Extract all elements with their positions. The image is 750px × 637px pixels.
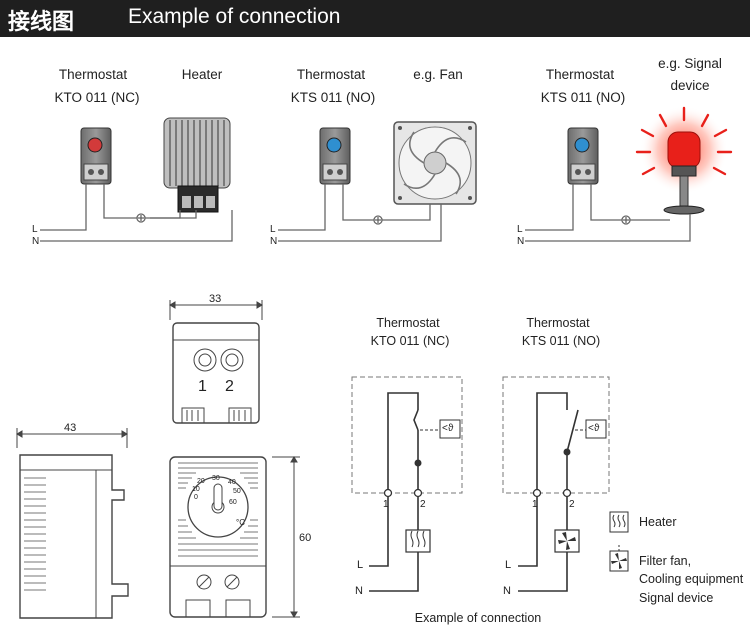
side-view-drawing: [16, 428, 129, 619]
panel1-l-label: L: [32, 224, 38, 235]
panel1-thermostat-model: KTO 011 (NC): [54, 90, 140, 105]
dial-scale-20: 20: [197, 478, 205, 485]
legend-heater-label: Heater: [639, 515, 677, 529]
diagram-caption: Example of connection: [414, 611, 542, 625]
panel1-wiring: [40, 184, 233, 242]
panel2-thermostat-model: KTS 011 (NO): [290, 90, 376, 105]
panel3-device-label-2: device: [670, 78, 710, 93]
schematic-nc-temp-symbol: <ϑ: [442, 423, 454, 434]
panel3-thermostat-label: Thermostat: [545, 67, 615, 82]
schematic-no-pin1: 1: [532, 499, 538, 510]
header-title-en: Example of connection: [128, 5, 341, 28]
legend-fan-label-2: Cooling equipment: [639, 572, 744, 586]
panel3-l-label: L: [517, 224, 523, 235]
schematic-nc-model: KTO 011 (NC): [370, 334, 450, 348]
top-view-drawing: [169, 300, 263, 424]
panel2-n-label: N: [270, 236, 278, 247]
panel2-thermostat-label: Thermostat: [296, 67, 366, 82]
dial-scale-0: 0: [194, 494, 198, 501]
schematic-no-temp-symbol: <ϑ: [588, 423, 600, 434]
dim-height-label: 60: [299, 532, 312, 544]
panel1-heater-icon: [163, 117, 231, 213]
terminal-number-1: 1: [198, 378, 207, 395]
schematic-nc-n-label: N: [355, 585, 363, 597]
schematic-nc-l-label: L: [357, 559, 364, 571]
legend-fan-icon: [609, 545, 629, 572]
panel1-thermostat-label: Thermostat: [58, 67, 128, 82]
panel1-thermostat-icon: [80, 127, 112, 185]
legend-heater-icon: [609, 511, 629, 533]
dim-depth-label: 43: [64, 422, 77, 434]
dial-scale-50: 50: [233, 488, 241, 495]
schematic-nc-pin2: 2: [420, 499, 426, 510]
panel2-device-label: e.g. Fan: [413, 67, 463, 82]
panel2-l-label: L: [270, 224, 276, 235]
dim-width-label: 33: [209, 293, 222, 305]
legend-fan-label-1: Filter fan,: [639, 554, 692, 568]
dial-scale-30: 30: [212, 475, 220, 482]
panel1-n-label: N: [32, 236, 40, 247]
panel2-thermostat-icon: [319, 127, 351, 185]
panel1-device-label: Heater: [181, 67, 223, 82]
schematic-nc-pin1: 1: [383, 499, 389, 510]
panel3-wiring: [525, 184, 691, 242]
header-bar: 接线图 Example of connection: [0, 0, 750, 37]
legend-fan-label-3: Signal device: [639, 591, 714, 605]
panel3-signal-device-icon: [635, 106, 733, 215]
panel3-n-label: N: [517, 236, 525, 247]
terminal-number-2: 2: [225, 378, 234, 395]
panel3-thermostat-model: KTS 011 (NO): [540, 90, 626, 105]
dial-unit-label: °C: [236, 518, 245, 527]
front-view-drawing: [169, 456, 300, 618]
schematic-no-pin2: 2: [569, 499, 575, 510]
schematic-nc: [351, 376, 463, 592]
dial-scale-10: 10: [192, 486, 200, 493]
panel2-wiring: [278, 184, 442, 242]
dial-scale-60: 60: [229, 499, 237, 506]
panel2-fan-icon: [393, 121, 477, 205]
schematic-no: [502, 376, 610, 592]
schematic-no-title: Thermostat: [526, 316, 590, 330]
panel3-device-label-1: e.g. Signal: [658, 56, 722, 71]
schematic-nc-title: Thermostat: [376, 316, 440, 330]
schematic-no-model: KTS 011 (NO): [521, 334, 601, 348]
schematic-no-l-label: L: [505, 559, 512, 571]
header-title-cn: 接线图: [8, 10, 75, 35]
dial-scale-40: 40: [228, 479, 236, 486]
panel3-thermostat-icon: [567, 127, 599, 185]
schematic-no-n-label: N: [503, 585, 511, 597]
